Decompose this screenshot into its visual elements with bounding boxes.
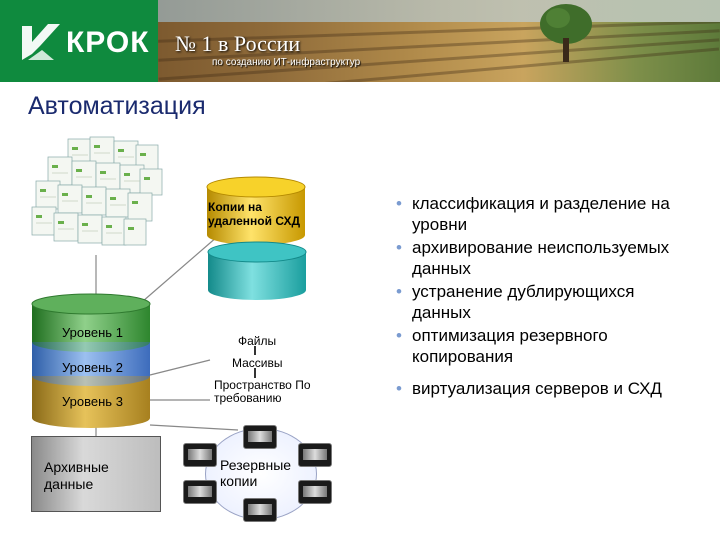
tape-icon [298,443,332,467]
slogan-sub: по созданию ИТ-инфраструктур [212,57,361,68]
archive-box [31,436,161,512]
storage-levels-cylinder [31,293,151,428]
documents-stack-icon [31,136,163,246]
on-demand-label: Пространство По требованию [214,378,311,405]
tape-icon [183,480,217,504]
header-banner: КРОК № 1 в России по созданию ИТ-инфраст… [0,0,720,82]
logo-text: КРОК [66,26,150,59]
bullet-item: •архивирование неиспользуемых данных [396,238,670,278]
bullet-item: •виртуализация серверов и СХД [396,379,662,398]
level-2-label: Уровень 2 [62,360,123,375]
arrays-label: Массивы [232,356,283,370]
bullet-item: •устранение дублирующихся данных [396,282,635,322]
tape-icon [183,443,217,467]
tree-icon [540,4,592,62]
slogan: № 1 в России [175,31,301,56]
tape-icon [243,425,277,449]
backup-label: Резервные копии [220,457,292,489]
logo-panel [0,0,158,82]
archive-label: Архивные данные [44,459,109,492]
page-title: Автоматизация [28,92,206,120]
remote-storage-cylinder [206,176,306,245]
bullet-item: •оптимизация резервного копирования [396,326,608,366]
teal-storage-cylinder [207,241,307,300]
files-label: Файлы [238,334,277,348]
tape-icon [298,480,332,504]
bullet-list: •классификация и разделение на уровни •а… [396,193,696,401]
bullet-item: •классификация и разделение на уровни [396,194,670,234]
kroc-logo-icon [22,24,60,60]
level-3-label: Уровень 3 [62,394,123,409]
tape-icon [243,498,277,522]
level-1-label: Уровень 1 [62,325,123,340]
remote-copy-label: Копии на удаленной СХД [208,200,301,228]
